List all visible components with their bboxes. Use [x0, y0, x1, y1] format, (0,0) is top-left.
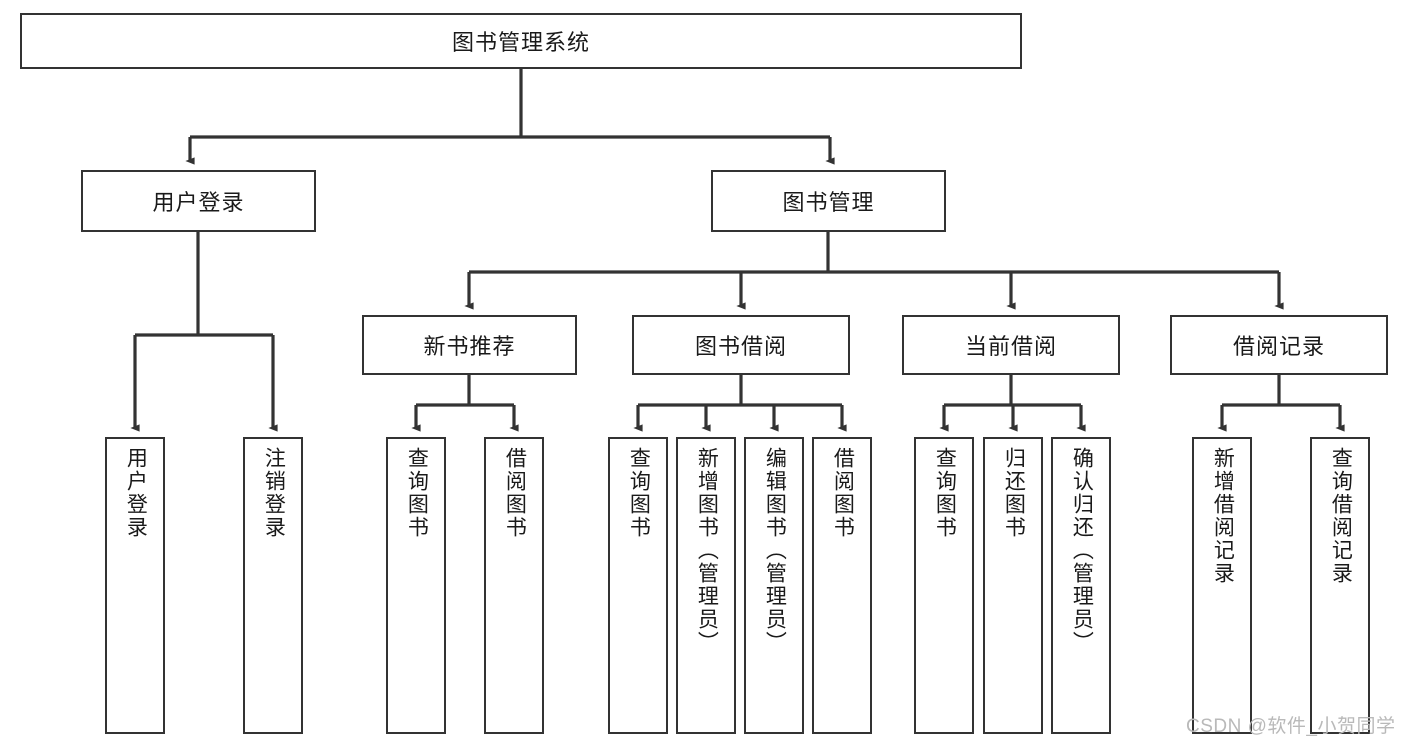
node-book-borrow-label: 图书借阅: [694, 334, 787, 359]
node-borrow-records[interactable]: 借阅记录: [1170, 315, 1388, 375]
node-leaf-user-login[interactable]: 用户登录: [105, 437, 165, 734]
node-leaf-query-book-recommend[interactable]: 查询图书: [386, 437, 446, 734]
node-leaf-borrow-book-recommend[interactable]: 借阅图书: [484, 437, 544, 734]
node-current-borrow-label: 当前借阅: [964, 334, 1057, 359]
node-leaf-confirm-return-admin-label: 确认归还（管理员）: [1070, 447, 1094, 654]
node-leaf-borrow-book[interactable]: 借阅图书: [812, 437, 872, 734]
node-leaf-add-book-admin-label: 新增图书（管理员）: [695, 447, 719, 654]
node-leaf-return-book-label: 归还图书: [1002, 447, 1026, 539]
node-leaf-query-borrow-record-label: 查询借阅记录: [1329, 447, 1353, 585]
node-leaf-borrow-book-label: 借阅图书: [831, 447, 855, 539]
node-user-login-label: 用户登录: [152, 190, 245, 215]
node-root-label: 图书管理系统: [451, 30, 590, 55]
node-current-borrow[interactable]: 当前借阅: [902, 315, 1120, 375]
node-leaf-query-book-borrow[interactable]: 查询图书: [608, 437, 668, 734]
node-leaf-return-book[interactable]: 归还图书: [983, 437, 1043, 734]
node-leaf-add-borrow-record[interactable]: 新增借阅记录: [1192, 437, 1252, 734]
node-leaf-query-book-recommend-label: 查询图书: [405, 447, 429, 539]
node-book-management-label: 图书管理: [782, 190, 875, 215]
csdn-watermark: CSDN @软件_小贺同学: [1186, 716, 1396, 737]
node-user-login[interactable]: 用户登录: [81, 170, 316, 232]
node-leaf-logout-label: 注销登录: [262, 447, 286, 539]
node-leaf-borrow-book-recommend-label: 借阅图书: [503, 447, 527, 539]
node-borrow-records-label: 借阅记录: [1232, 334, 1325, 359]
node-leaf-edit-book-admin[interactable]: 编辑图书（管理员）: [744, 437, 804, 734]
node-leaf-query-book-current-label: 查询图书: [933, 447, 957, 539]
node-leaf-query-book-current[interactable]: 查询图书: [914, 437, 974, 734]
node-new-book-recommend[interactable]: 新书推荐: [362, 315, 577, 375]
node-leaf-add-borrow-record-label: 新增借阅记录: [1211, 447, 1235, 585]
node-leaf-confirm-return-admin[interactable]: 确认归还（管理员）: [1051, 437, 1111, 734]
node-leaf-logout[interactable]: 注销登录: [243, 437, 303, 734]
node-leaf-query-borrow-record[interactable]: 查询借阅记录: [1310, 437, 1370, 734]
node-leaf-edit-book-admin-label: 编辑图书（管理员）: [763, 447, 787, 654]
node-book-borrow[interactable]: 图书借阅: [632, 315, 850, 375]
node-root[interactable]: 图书管理系统: [20, 13, 1022, 69]
node-leaf-user-login-label: 用户登录: [124, 447, 148, 539]
node-leaf-add-book-admin[interactable]: 新增图书（管理员）: [676, 437, 736, 734]
node-leaf-query-book-borrow-label: 查询图书: [627, 447, 651, 539]
node-new-book-recommend-label: 新书推荐: [423, 334, 516, 359]
node-book-management[interactable]: 图书管理: [711, 170, 946, 232]
